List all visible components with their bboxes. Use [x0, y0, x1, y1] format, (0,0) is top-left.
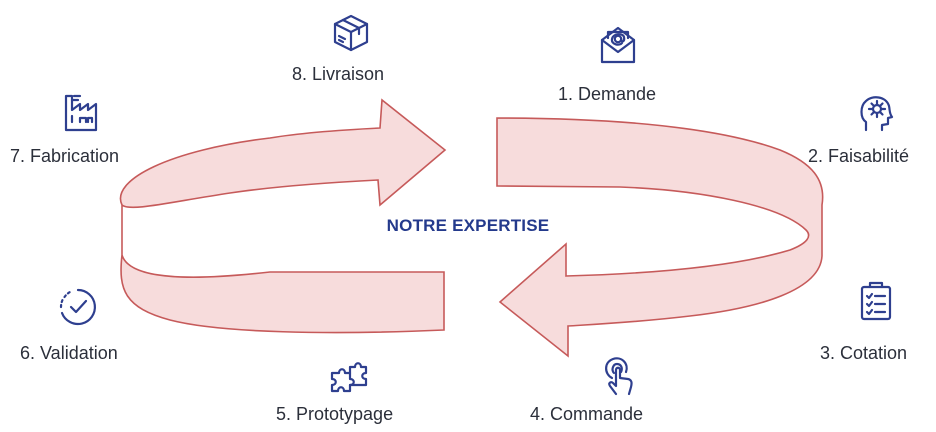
center-title: NOTRE EXPERTISE [386, 216, 550, 235]
puzzle-piece-icon [328, 357, 368, 397]
step-7-label: 7. Fabrication [10, 146, 120, 166]
arrow-bottom-band [496, 117, 824, 358]
envelope-at-icon [598, 24, 638, 64]
step-1-label: 1. Demande [558, 84, 657, 104]
step-3-label: 3. Cotation [820, 343, 908, 363]
clipboard-checklist-icon [856, 281, 896, 321]
package-box-icon [331, 12, 371, 52]
head-gear-icon [856, 92, 896, 132]
step-6-label: 6. Validation [20, 343, 118, 363]
step-8-label: 8. Livraison [292, 64, 385, 84]
touch-pointer-icon [598, 356, 638, 396]
step-5-label: 5. Prototypage [276, 404, 394, 424]
step-4-label: 4. Commande [530, 404, 644, 424]
arrow-top-band [119, 98, 447, 334]
step-2-label: 2. Faisabilité [808, 146, 910, 166]
factory-icon [60, 92, 100, 132]
check-circle-icon [58, 287, 98, 327]
